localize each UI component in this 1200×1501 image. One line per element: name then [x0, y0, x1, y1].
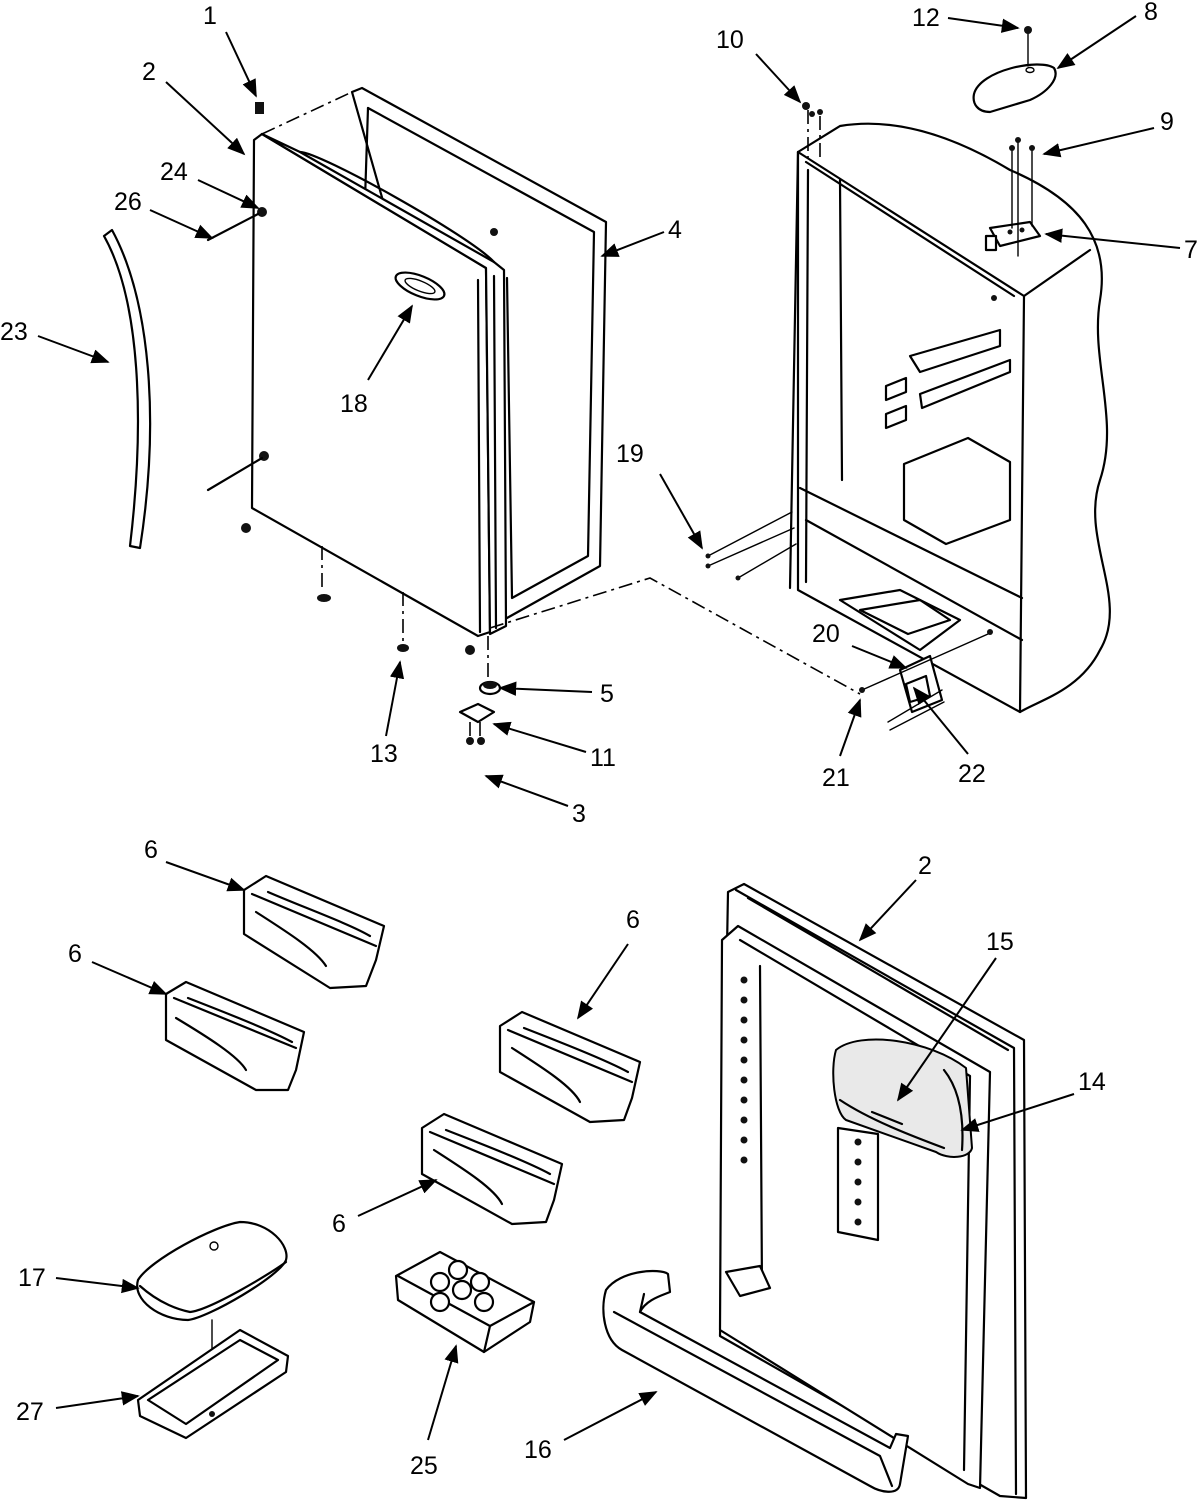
- door-bottom-rail: [602, 1269, 910, 1493]
- callout-26: 26: [114, 188, 142, 216]
- top-hinge: [984, 137, 1042, 257]
- door-bin-2: [164, 980, 306, 1092]
- door-panel: [241, 132, 508, 655]
- callout-27: 27: [16, 1398, 44, 1426]
- door-shelf-clips: [740, 976, 862, 1226]
- callout-25: 25: [410, 1452, 438, 1480]
- callout-6-b: 6: [68, 940, 82, 968]
- callout-22: 22: [958, 760, 986, 788]
- callout-23: 23: [0, 318, 28, 346]
- door-handle: [102, 228, 152, 550]
- callout-14: 14: [1078, 1068, 1106, 1096]
- callout-24: 24: [160, 158, 188, 186]
- callout-5: 5: [600, 680, 614, 708]
- callout-1: 1: [203, 2, 217, 30]
- callout-8: 8: [1144, 0, 1158, 26]
- callout-13: 13: [370, 740, 398, 768]
- callout-12: 12: [912, 4, 940, 32]
- leader-lines: [37, 15, 1181, 1441]
- hinge-cover: [972, 26, 1057, 114]
- callout-19: 19: [616, 440, 644, 468]
- egg-tray: [394, 1250, 536, 1354]
- door-bin-1: [242, 874, 386, 990]
- door-assembly: [102, 86, 861, 745]
- callout-17: 17: [18, 1264, 46, 1292]
- fresh-food-door: [718, 882, 1028, 1500]
- callout-21: 21: [822, 764, 850, 792]
- callout-18: 18: [340, 390, 368, 418]
- callout-10: 10: [716, 26, 744, 54]
- door-bin-4: [420, 1112, 564, 1226]
- door-badge: [394, 271, 446, 301]
- callout-16: 16: [524, 1436, 552, 1464]
- door-bin-3: [498, 1010, 642, 1124]
- cabinet-assembly: [788, 122, 1111, 714]
- callout-6-a: 6: [144, 836, 158, 864]
- callout-15: 15: [986, 928, 1014, 956]
- callout-2-upper: 2: [142, 58, 156, 86]
- callout-4: 4: [668, 216, 682, 244]
- callout-2-lower: 2: [918, 852, 932, 880]
- callout-20: 20: [812, 620, 840, 648]
- callout-6-c: 6: [626, 906, 640, 934]
- butter-dish-lid: [136, 1220, 288, 1322]
- butter-dish-base: [136, 1328, 290, 1440]
- callout-7: 7: [1184, 236, 1198, 264]
- callout-3: 3: [572, 800, 586, 828]
- callout-9: 9: [1160, 108, 1174, 136]
- callout-6-d: 6: [332, 1210, 346, 1238]
- callout-11: 11: [590, 744, 616, 772]
